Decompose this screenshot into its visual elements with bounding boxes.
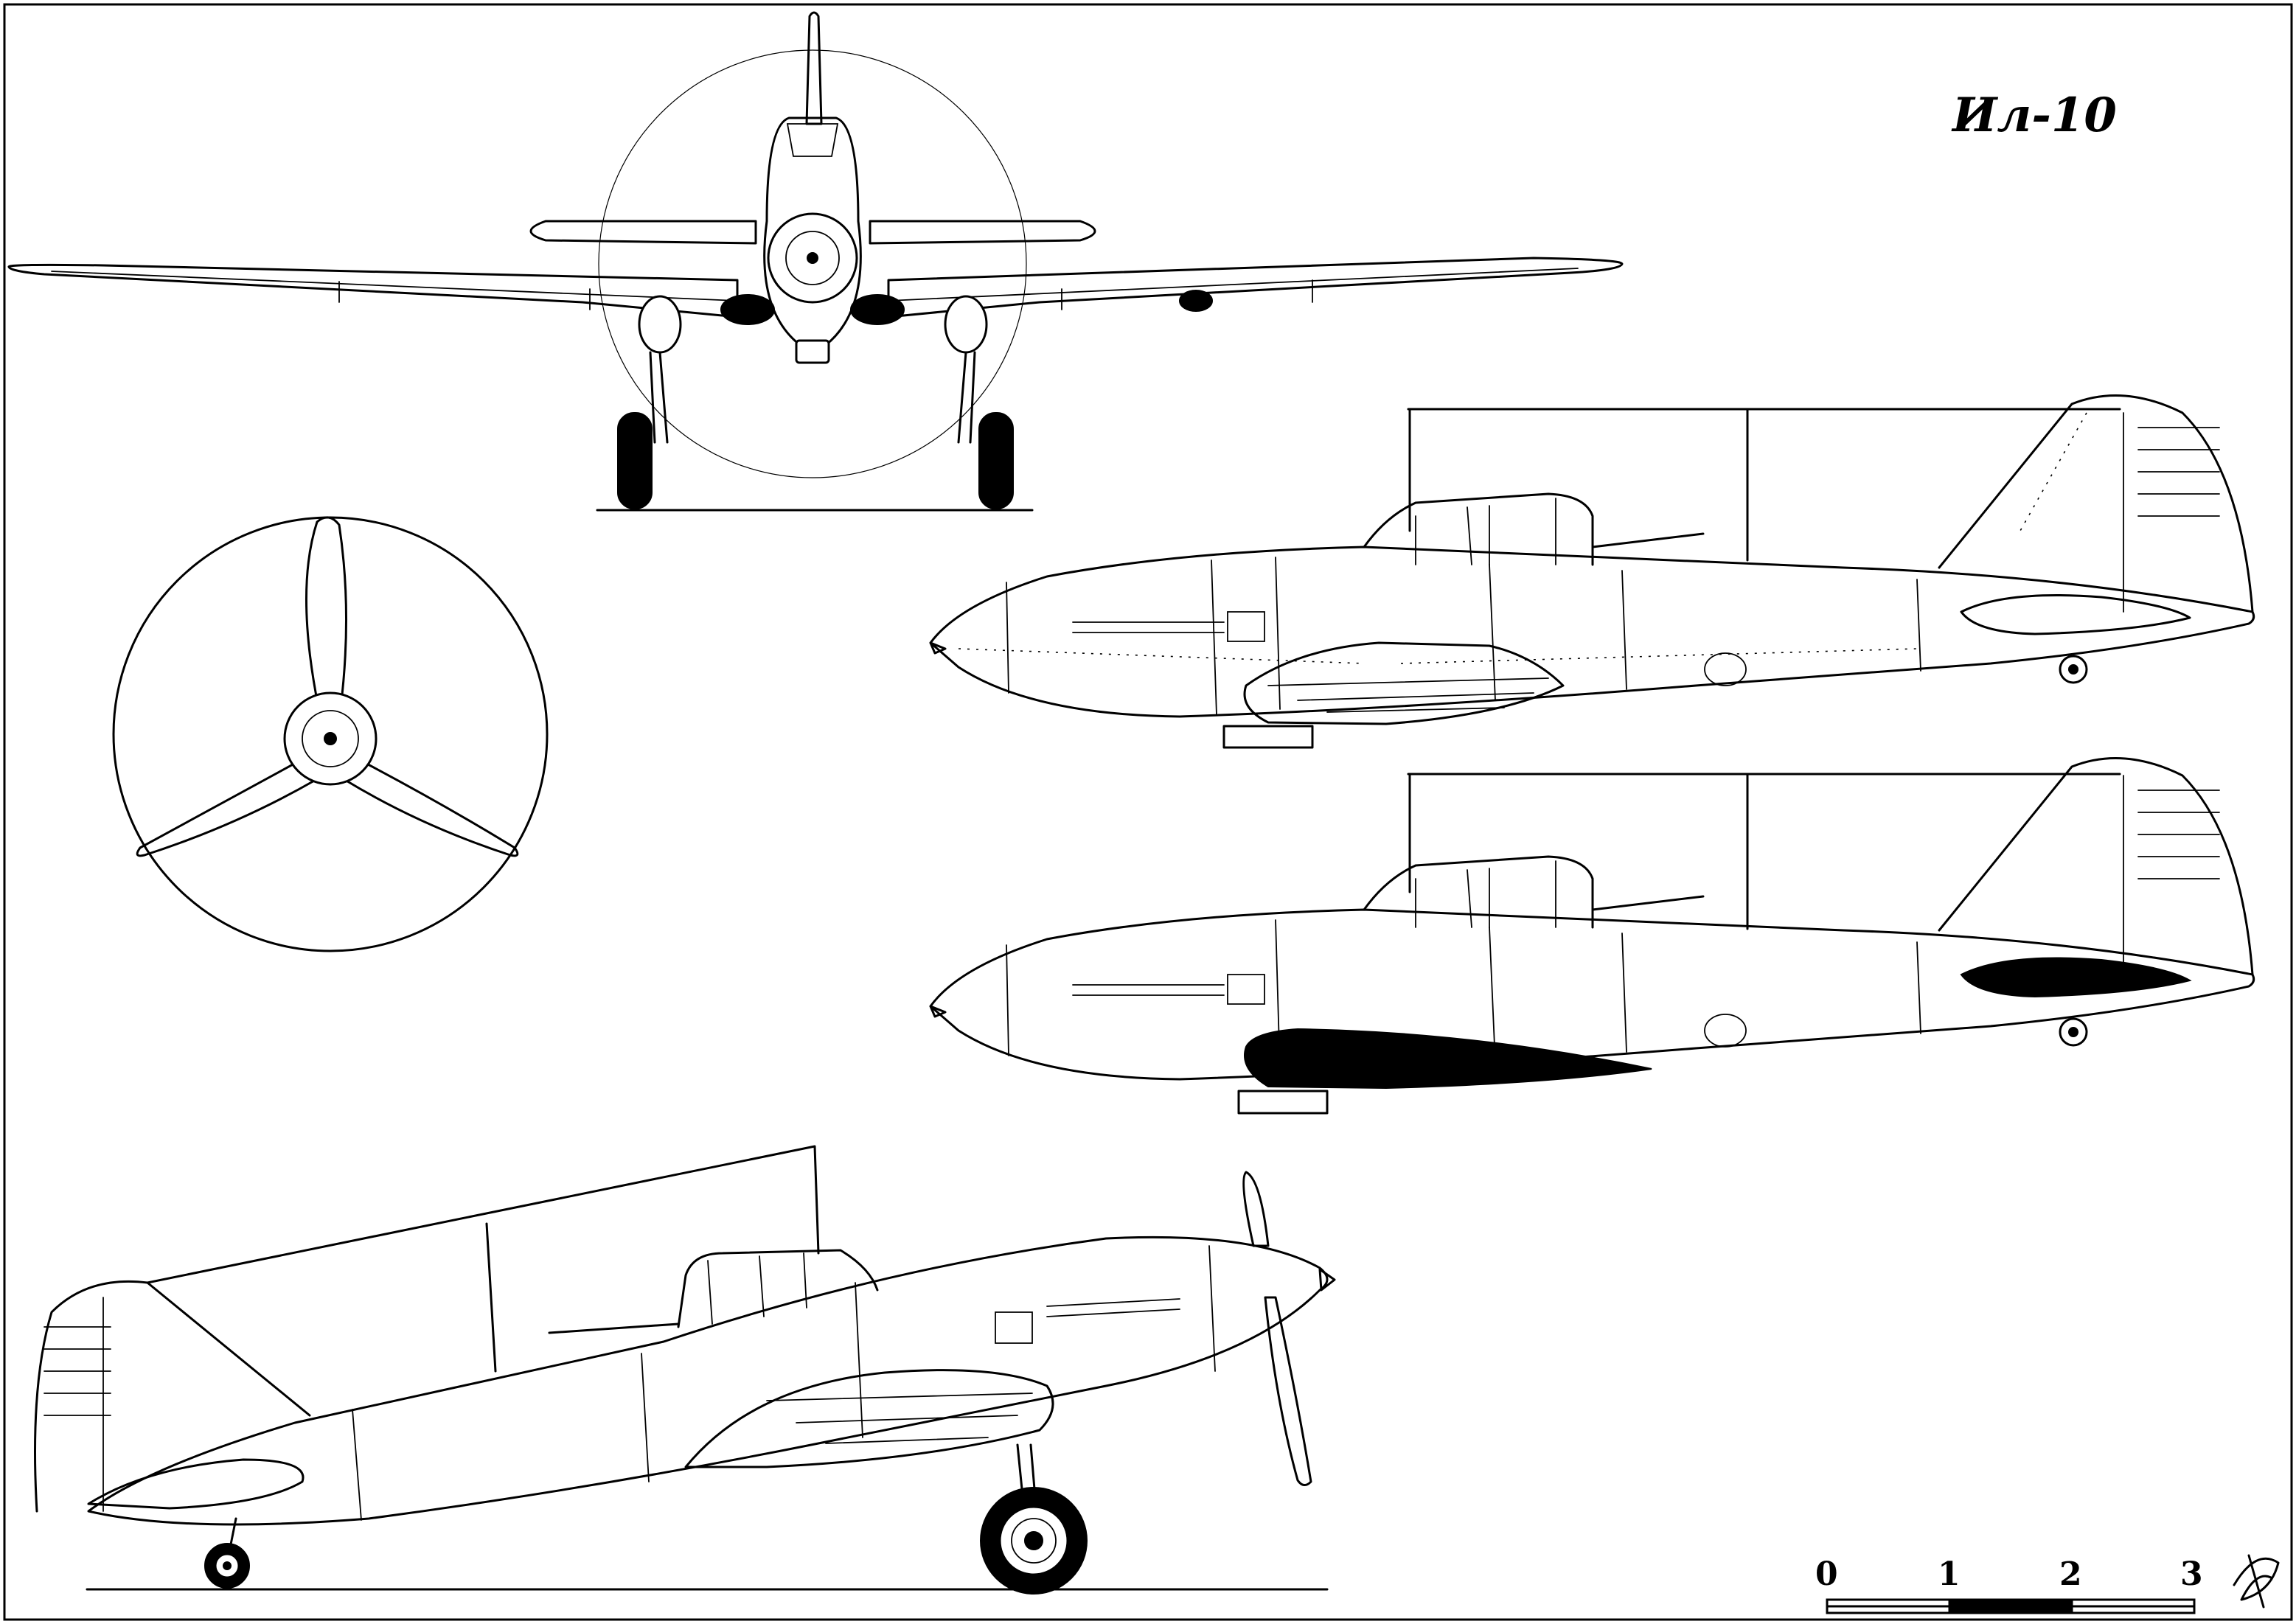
lower-fuselage <box>929 908 2255 1081</box>
front-right-wheel <box>978 412 1014 509</box>
bottom-fin <box>34 1280 311 1513</box>
bottom-wing <box>684 1369 1054 1468</box>
scale-tick-1: 1 <box>1938 1555 1961 1593</box>
drawing-title: Ил-10 <box>1951 88 2117 143</box>
front-wing <box>7 263 739 318</box>
front-fuselage <box>763 116 862 346</box>
scale-bar: 0 1 2 3 <box>1815 1555 2203 1614</box>
front-left-wheel <box>617 412 653 509</box>
sheet-border <box>3 3 2293 1621</box>
front-tailplane <box>529 220 1096 245</box>
lower-canopy <box>1363 855 1594 929</box>
propeller-blade-right <box>344 758 519 857</box>
bottom-fuselage <box>87 1236 1329 1526</box>
upper-fuselage <box>929 546 2255 718</box>
front-view <box>7 11 1624 512</box>
side-view-upper <box>929 394 2255 749</box>
scale-tick-2: 2 <box>2059 1555 2082 1593</box>
front-fin <box>805 11 823 125</box>
upper-canopy <box>1363 492 1594 566</box>
propeller-blade-up <box>305 516 347 709</box>
scale-tick-0: 0 <box>1815 1555 1838 1593</box>
lower-elevator-black <box>1960 957 2192 998</box>
upper-wing-root <box>1243 641 1565 725</box>
author-monogram <box>2233 1554 2280 1609</box>
upper-fin <box>1938 394 2254 613</box>
bottom-propeller-blade-down <box>1264 1296 1312 1486</box>
bottom-canopy <box>677 1249 879 1328</box>
lower-wing-root-black <box>1244 1028 1652 1090</box>
propeller-view <box>112 516 549 952</box>
propeller-blade-left <box>136 758 317 857</box>
lower-fin <box>1938 757 2254 976</box>
side-view-lower <box>929 757 2255 1115</box>
bottom-propeller-blade-up <box>1242 1171 1270 1247</box>
side-view-bottom <box>34 1145 1336 1595</box>
scale-tick-3: 3 <box>2180 1555 2203 1593</box>
front-propeller-disk <box>598 49 1027 478</box>
